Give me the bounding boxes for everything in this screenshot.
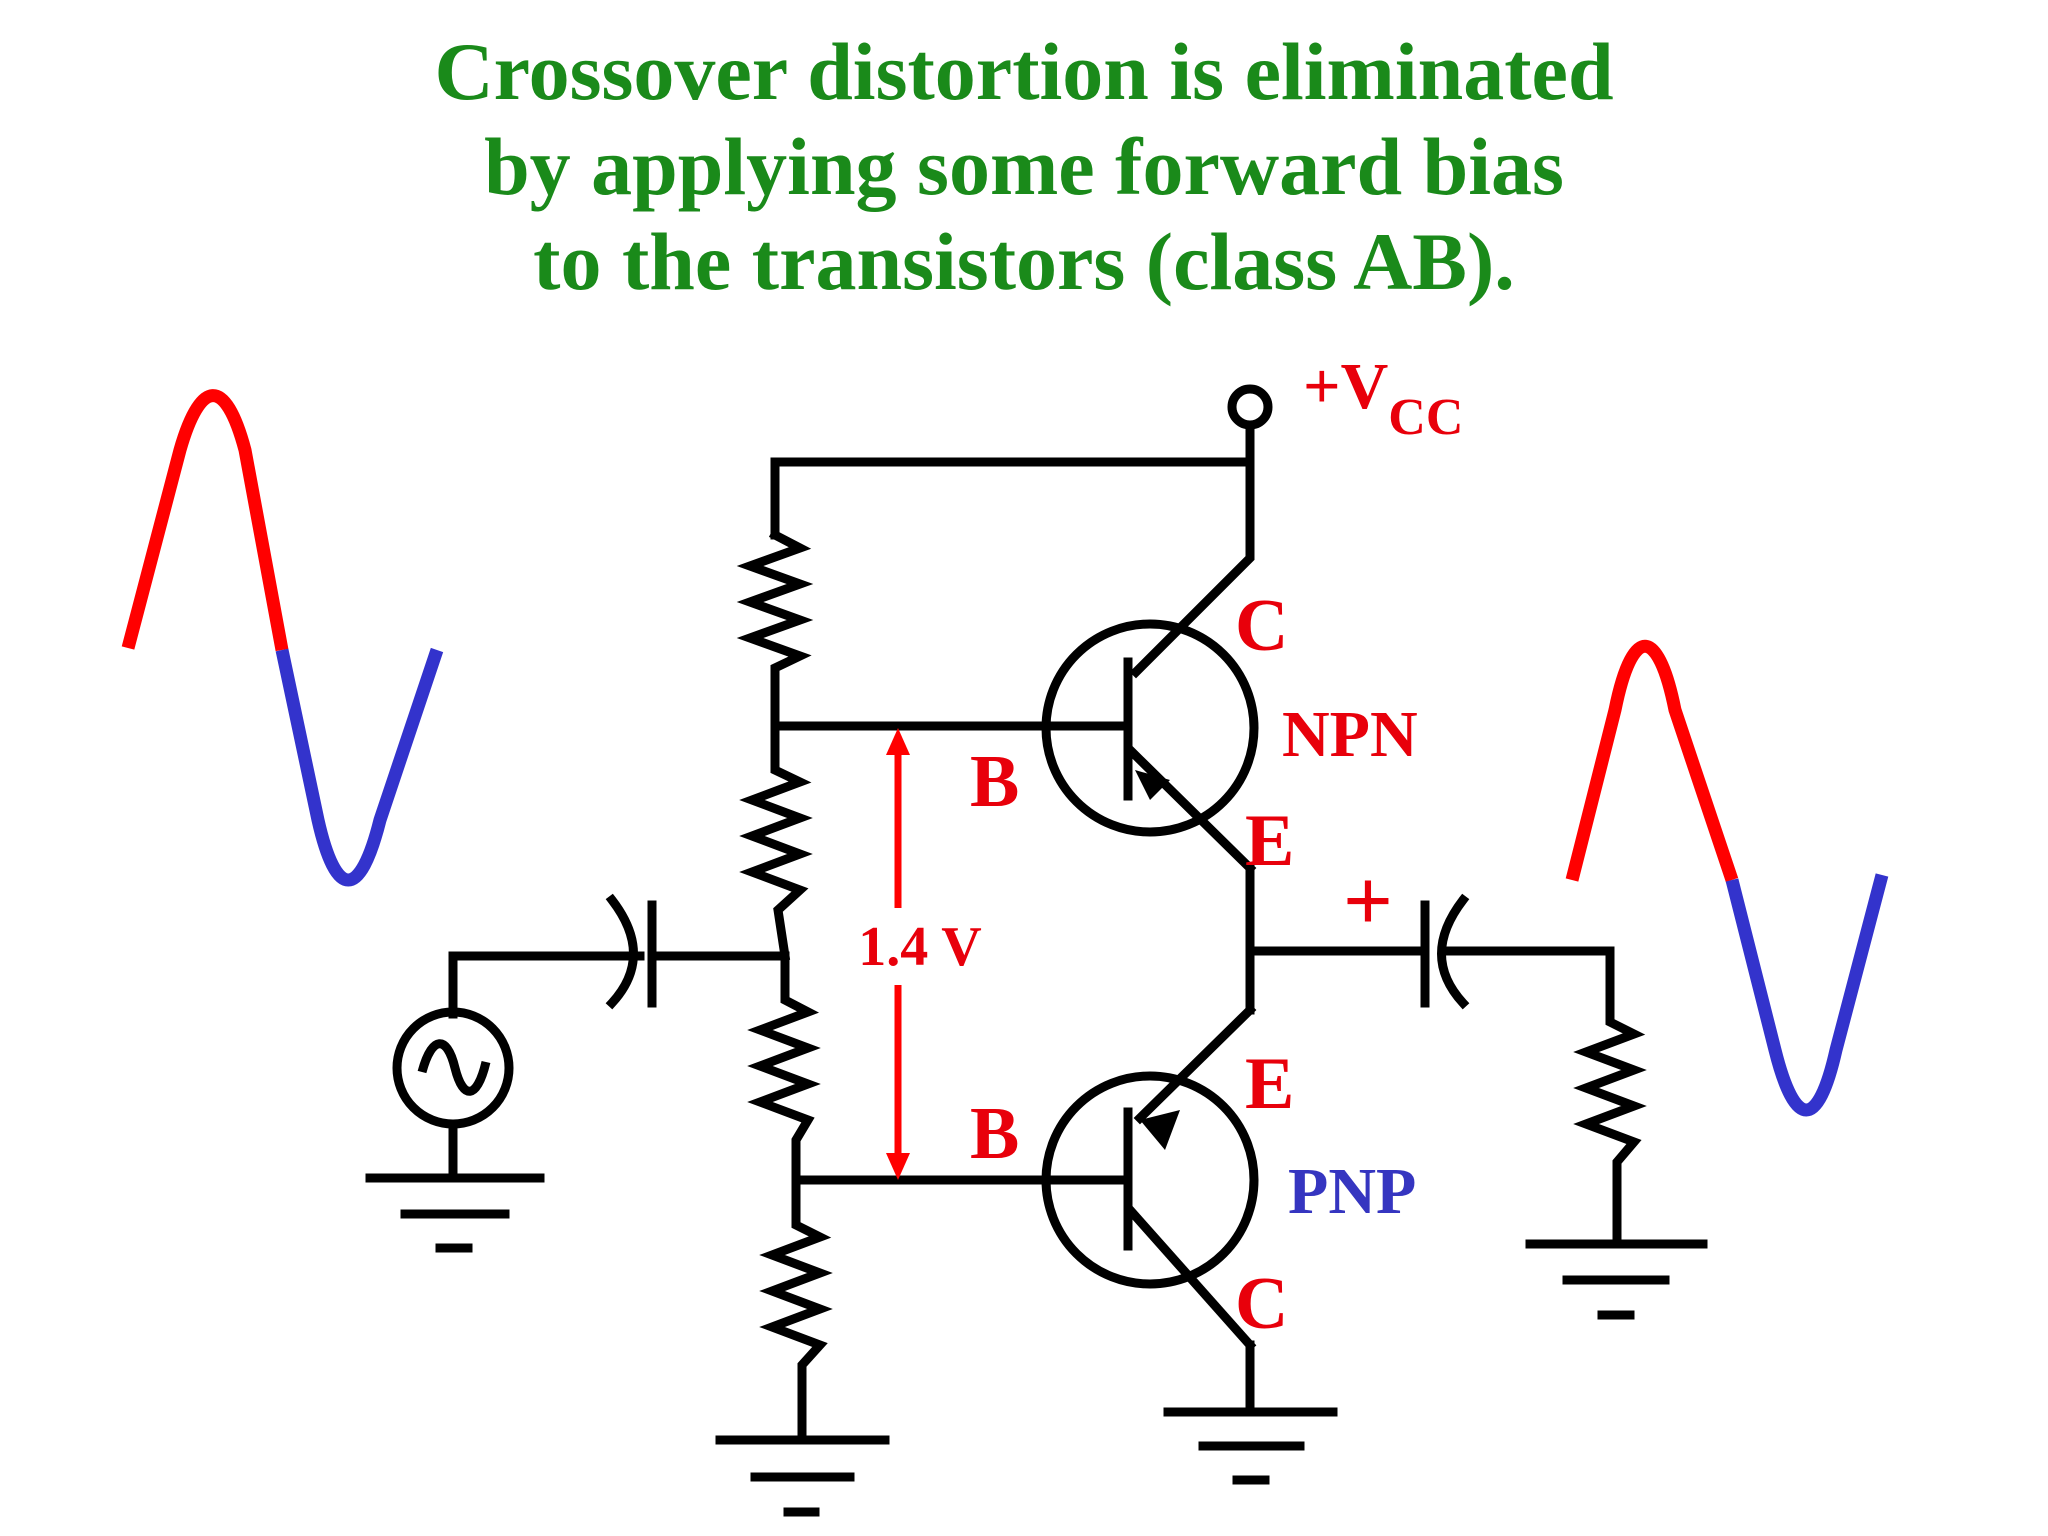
npn-emitter-label: E	[1245, 800, 1294, 882]
output-waveform	[1565, 640, 1889, 1117]
input-wave-negative-half	[275, 647, 444, 887]
npn-type-label: NPN	[1282, 698, 1418, 771]
vcc-label: +VCC	[1303, 350, 1463, 446]
npn-base-label: B	[970, 741, 1019, 823]
input-capacitor-icon	[448, 893, 657, 1010]
npn-collector-wire	[1129, 457, 1255, 679]
output-cap-plus-label: +	[1343, 853, 1393, 950]
pnp-base-label: B	[970, 1093, 1019, 1175]
load-ground-icon	[1525, 1239, 1708, 1320]
pnp-transistor-icon	[1041, 1071, 1259, 1352]
input-wave-positive-half	[121, 389, 289, 652]
pnp-emitter-wire	[1133, 1003, 1257, 1125]
pnp-ground-icon	[1163, 1407, 1338, 1485]
pnp-emitter-label: E	[1245, 1043, 1294, 1125]
title-line-1: Crossover distortion is eliminated	[434, 26, 1614, 117]
output-capacitor-icon	[1420, 893, 1615, 1010]
bias-resistor-1	[736, 528, 814, 731]
diagram-title: Crossover distortion is eliminated by ap…	[0, 24, 2048, 309]
bias-resistor-4	[759, 1175, 833, 1445]
bias-voltage-label: 1.4 V	[858, 916, 981, 978]
title-line-2: by applying some forward bias	[484, 121, 1564, 212]
source-ground-icon	[365, 1173, 545, 1253]
signal-source-icon	[392, 1007, 514, 1129]
npn-transistor-icon	[1041, 619, 1259, 875]
bias-resistor-2	[739, 721, 813, 962]
npn-collector-label: C	[1235, 585, 1288, 667]
output-wave-positive-half	[1565, 640, 1739, 883]
input-waveform	[121, 389, 444, 887]
load-resistor	[1573, 946, 1647, 1249]
vcc-label-main: +V	[1303, 350, 1388, 423]
bias-ground-icon	[715, 1435, 890, 1517]
title-line-3: to the transistors (class AB).	[533, 216, 1515, 307]
bias-resistor-3	[747, 951, 821, 1185]
pnp-type-label: PNP	[1288, 1155, 1416, 1228]
output-wave-negative-half	[1725, 873, 1889, 1117]
vcc-label-sub: CC	[1388, 389, 1463, 446]
pnp-collector-label: C	[1235, 1263, 1288, 1345]
bias-voltage-arrow	[886, 728, 910, 1180]
vcc-rail	[770, 420, 1255, 540]
vcc-terminal	[1227, 384, 1273, 430]
